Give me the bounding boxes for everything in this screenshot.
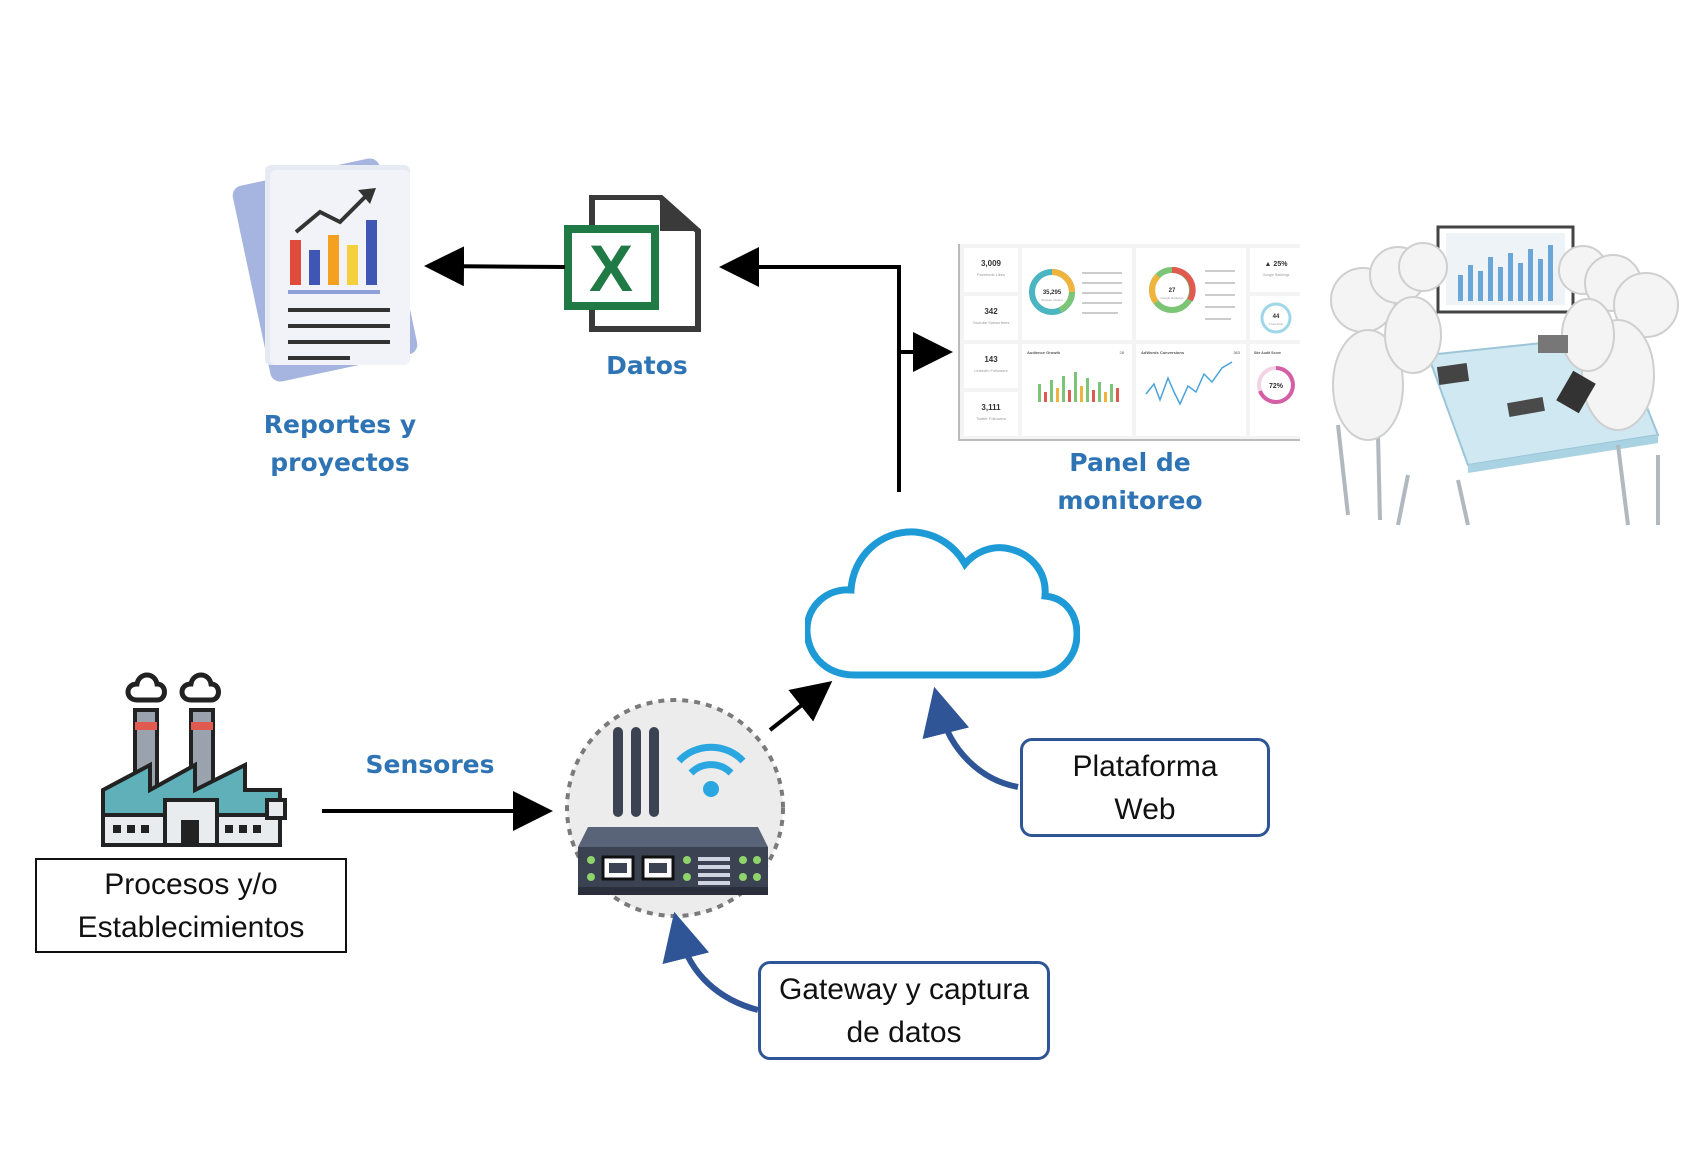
kpi2-label: Youtube Subscribers [973, 320, 1010, 325]
kpi1-value: 3,009 [981, 259, 1002, 268]
report-document-icon [230, 150, 430, 390]
audit-title: Site Audit Score [1254, 351, 1281, 355]
panel-label: Panel de monitoreo [1057, 448, 1203, 515]
small-value-label: Trust Flow [1269, 322, 1284, 326]
monitoring-dashboard: 3,009 Facebook Likes 342 Youtube Subscri… [958, 244, 1300, 441]
datos-label: Datos [606, 351, 688, 380]
donut1-value: 35,295 [1043, 290, 1062, 296]
donut2-value: 27 [1169, 288, 1176, 294]
audience-title: Audience Growth [1027, 350, 1061, 355]
adwords-num: 383 [1233, 350, 1240, 355]
audit-pct: 72% [1269, 383, 1284, 390]
excel-file-icon: X [560, 194, 705, 335]
donut2-label: Google Rankings [1160, 296, 1184, 300]
reportes-label: Reportes y proyectos [263, 410, 417, 477]
pct-top-label: Google Rankings [1263, 273, 1290, 277]
kpi3-value: 143 [984, 355, 998, 364]
adwords-title: AdWords Conversions [1141, 350, 1185, 355]
sensores-label: Sensores [365, 750, 495, 779]
meeting-people-illustration [1318, 225, 1688, 530]
procesos-label: Procesos y/o Establecimientos [77, 867, 305, 944]
kpi3-label: LinkedIn Followers [974, 368, 1007, 373]
small-value: 44 [1273, 314, 1280, 320]
gateway-box: Gateway y captura de datos [758, 961, 1050, 1060]
factory-icon [95, 660, 295, 850]
donut1-label: Website Visitors [1041, 298, 1063, 302]
plataforma-web-box: Plataforma Web [1020, 738, 1270, 837]
kpi2-value: 342 [984, 307, 998, 316]
audience-num: 28 [1120, 350, 1125, 355]
gateway-label: Gateway y captura de datos [778, 972, 1030, 1049]
svg-text:X: X [589, 231, 633, 305]
kpi1-label: Facebook Likes [977, 272, 1005, 277]
cloud-icon [803, 520, 1081, 685]
pct-top-value: ▲ 25% [1265, 261, 1289, 268]
plataforma-label: Plataforma Web [1072, 749, 1218, 826]
kpi4-value: 3,111 [981, 403, 1001, 412]
kpi4-label: Twitter Followers [976, 416, 1006, 421]
procesos-box: Procesos y/o Establecimientos [35, 858, 347, 953]
